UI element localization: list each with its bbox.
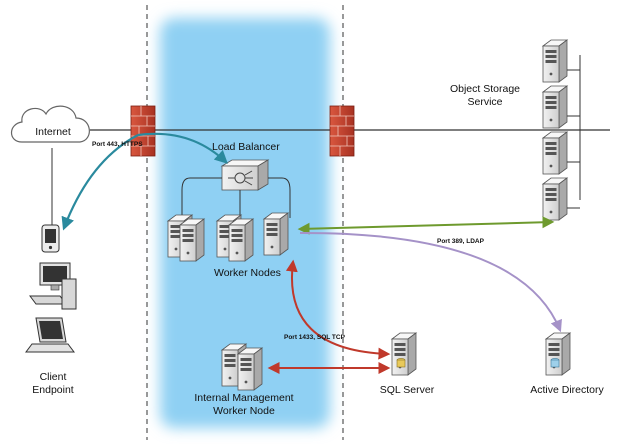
sql-server xyxy=(391,332,417,376)
https-port-label: Port 443, HTTPS xyxy=(92,141,143,148)
storage-server xyxy=(542,39,568,83)
ldap-flow-arrow xyxy=(299,231,562,333)
internet-label: Internet xyxy=(35,126,71,138)
internal-management-label-line1: Internal Management xyxy=(194,392,293,404)
worker-node xyxy=(167,214,205,262)
active-directory-server xyxy=(545,332,571,376)
internal-management-label-line2: Worker Node xyxy=(213,405,275,417)
storage-server xyxy=(542,85,568,129)
worker-nodes-label: Worker Nodes xyxy=(214,267,281,279)
laptop-icon xyxy=(25,317,75,353)
ldap-port-label: Port 389, LDAP xyxy=(437,238,485,245)
active-directory-label: Active Directory xyxy=(530,384,604,396)
storage-connectors xyxy=(567,69,580,209)
https-flow-arrow xyxy=(61,132,228,231)
worker-node xyxy=(216,214,254,262)
storage-server xyxy=(542,177,568,221)
load-balancer-label: Load Balancer xyxy=(212,141,280,153)
load-balancer-icon xyxy=(220,159,270,191)
internal-management-node xyxy=(221,343,263,391)
storage-flow-arrow xyxy=(297,216,555,235)
sql-port-label: Port 1433, SQL TCP xyxy=(284,334,346,341)
client-endpoint-label-line1: Client xyxy=(40,371,67,383)
firewall-icon xyxy=(329,105,355,157)
sql-flow-arrow xyxy=(285,259,391,360)
sql-server-label: SQL Server xyxy=(380,384,435,396)
client-endpoint-label-line2: Endpoint xyxy=(32,384,74,396)
desktop-computer-icon xyxy=(29,262,77,310)
mobile-device-icon xyxy=(41,224,60,253)
storage-server xyxy=(542,131,568,175)
worker-node xyxy=(263,212,289,256)
lb-connectors xyxy=(181,177,291,218)
firewall-icon xyxy=(130,105,156,157)
object-storage-label-line1: Object Storage xyxy=(450,83,520,95)
object-storage-label-line2: Service xyxy=(467,96,502,108)
cloud-icon xyxy=(10,105,90,143)
